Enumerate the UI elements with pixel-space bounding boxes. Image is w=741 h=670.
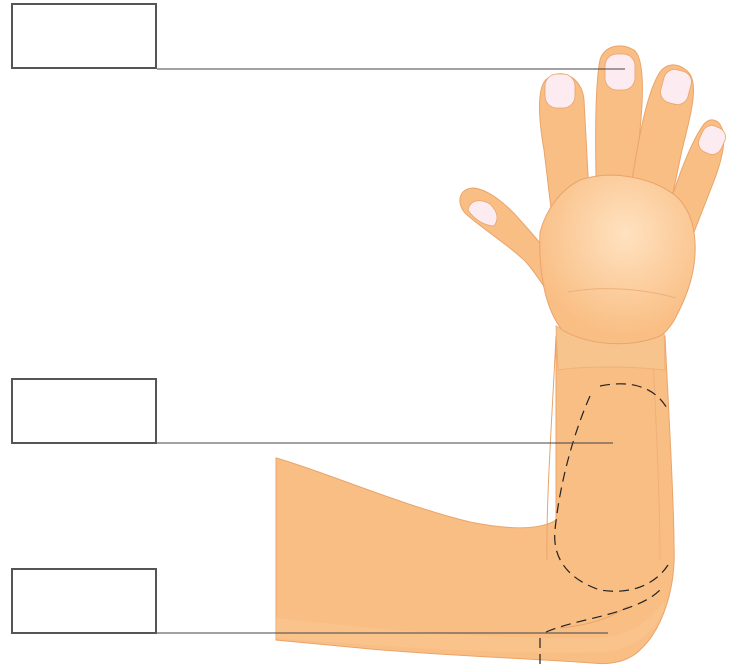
nail-middle [605,54,635,90]
label-box-forearm[interactable] [11,378,157,444]
label-box-elbow[interactable] [11,568,157,634]
palm [540,175,695,343]
nail-index [545,74,575,108]
label-box-fingertips[interactable] [11,3,157,69]
